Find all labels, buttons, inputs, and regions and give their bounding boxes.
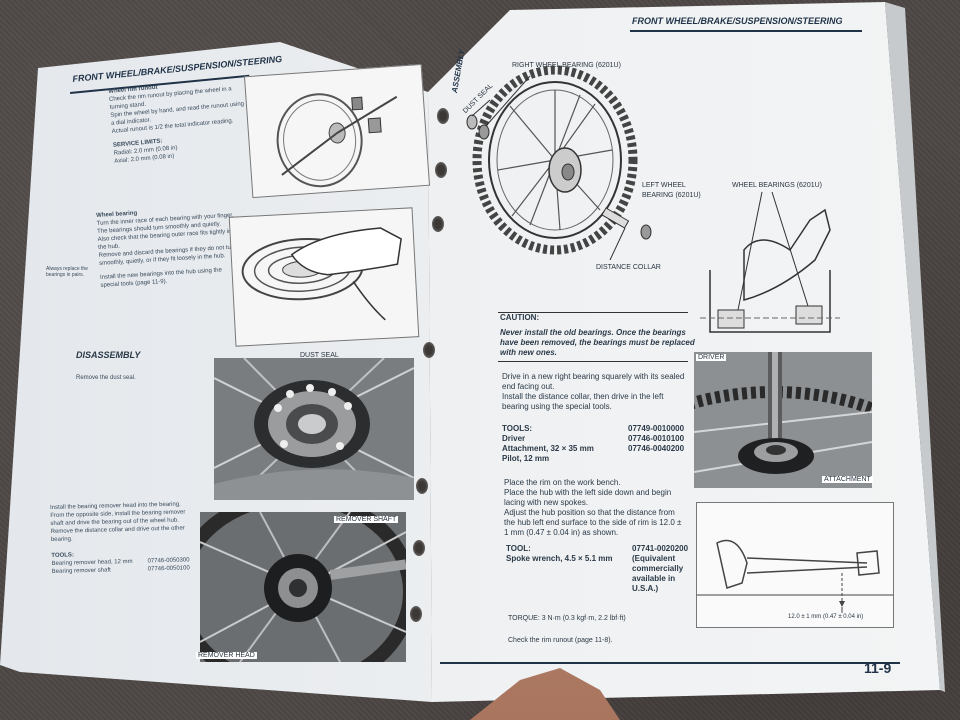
left-bearing-label: BEARING (6201U) xyxy=(642,192,701,199)
left-bearing-label: LEFT WHEEL xyxy=(642,182,686,189)
binding-hole xyxy=(410,606,422,622)
finger-bearing-drawing xyxy=(241,227,402,321)
rim-offset-drawing xyxy=(697,539,893,613)
binding-hole xyxy=(435,162,447,178)
caution-line: with new ones. xyxy=(500,348,557,357)
page-number: 11-9 xyxy=(864,660,892,676)
drive-line: Install the distance collar, then drive … xyxy=(502,392,664,401)
tool2-number: 07741-0020200 xyxy=(632,544,689,553)
tool-name: Attachment, 32 × 35 mm xyxy=(502,444,594,453)
rim-offset-dimension: 12.0 ± 1 mm (0.47 ± 0.04 in) xyxy=(788,614,864,620)
dust-seal-photo xyxy=(214,358,414,500)
tool-number: 07746-0040200 xyxy=(628,444,685,453)
footer-rule xyxy=(440,662,900,664)
remover-tool-name: Bearing remover shaft xyxy=(51,567,111,575)
attachment-label: ATTACHMENT xyxy=(822,476,873,483)
rim-offset-figure xyxy=(696,502,894,628)
caution-title: CAUTION: xyxy=(500,313,540,322)
hub-photo-drawing xyxy=(214,358,414,500)
binding-hole xyxy=(432,216,444,232)
runout-figure xyxy=(243,63,431,199)
tool2-note: U.S.A.) xyxy=(632,584,659,593)
caution-rule xyxy=(498,361,688,362)
rim-line: Place the hub with the left side down an… xyxy=(504,488,672,497)
binding-hole xyxy=(413,540,425,556)
tools-title: TOOLS: xyxy=(502,424,533,433)
tool2-note: commercially xyxy=(632,564,684,573)
caution-line: Never install the old bearings. Once the… xyxy=(500,328,686,337)
tool2-note: available in xyxy=(632,574,676,583)
wheel-bearings-label: WHEEL BEARINGS (6201U) xyxy=(732,182,822,189)
binding-hole xyxy=(423,342,435,358)
drive-line: Drive in a new right bearing squarely wi… xyxy=(502,372,685,381)
bearing-side-note: Always replace the bearings in pairs. xyxy=(46,266,88,278)
caution-rule xyxy=(498,312,688,313)
tool2-name: Spoke wrench, 4.5 × 5.1 mm xyxy=(506,554,613,563)
binding-hole xyxy=(437,108,449,124)
rim-line: Place the rim on the work bench. xyxy=(504,478,621,487)
torque-spec: TORQUE: 3 N·m (0.3 kgf·m, 2.2 lbf·ft) xyxy=(508,615,626,622)
driver-photo-drawing xyxy=(694,352,872,488)
remover-shaft-label: REMOVER SHAFT xyxy=(334,516,399,523)
driver-label: DRIVER xyxy=(696,354,727,361)
disassembly-title: DISASSEMBLY xyxy=(76,350,141,360)
drive-line: bearing using the special tools. xyxy=(502,402,612,411)
right-bearing-label: RIGHT WHEEL BEARING (6201U) xyxy=(512,62,621,69)
rim-line: the hub left end surface to the side of … xyxy=(504,518,682,527)
remover-photo-drawing xyxy=(200,512,406,662)
remover-photo xyxy=(200,512,406,662)
hub-section-drawing xyxy=(700,191,840,333)
binding-hole xyxy=(416,478,428,494)
remover-tool-number: 07746-0050100 xyxy=(147,565,190,573)
right-header-rule xyxy=(630,30,862,32)
rim-line: Adjust the hub position so that the dist… xyxy=(504,508,675,517)
tool-number: 07746-0010100 xyxy=(628,434,685,443)
bearing-figure xyxy=(228,207,420,347)
dust-seal-label: DUST SEAL xyxy=(300,352,339,359)
check-runout-text: Check the rim runout (page 11-8). xyxy=(508,637,613,644)
remover-section: Install the bearing remover head into th… xyxy=(50,500,190,576)
remover-head-label: REMOVER HEAD xyxy=(196,652,257,659)
disassembly-text: Remove the dust seal. xyxy=(76,375,136,381)
distance-collar-label: DISTANCE COLLAR xyxy=(596,264,661,271)
exploded-wheel-drawing xyxy=(466,65,652,260)
rim-line: 1 mm (0.47 ± 0.04 in) as shown. xyxy=(504,528,619,537)
wheel-stand-drawing xyxy=(276,93,398,188)
tool-name: Pilot, 12 mm xyxy=(502,454,550,463)
rim-line: lacing with new spokes. xyxy=(504,498,589,507)
tool2-title: TOOL: xyxy=(506,544,531,553)
driver-photo xyxy=(694,352,872,488)
caution-line: have been removed, the bearings must be … xyxy=(500,338,695,347)
tool-name: Driver xyxy=(502,434,526,443)
bearing-section: Wheel bearing Turn the inner race of eac… xyxy=(96,204,238,290)
right-page-header: FRONT WHEEL/BRAKE/SUSPENSION/STEERING xyxy=(632,16,843,26)
runout-section: Wheel rim runout Check the rim runout by… xyxy=(108,76,248,165)
drive-line: end facing out. xyxy=(502,382,555,391)
tool-number: 07749-0010000 xyxy=(628,424,685,433)
tool2-note: (Equivalent xyxy=(632,554,676,563)
